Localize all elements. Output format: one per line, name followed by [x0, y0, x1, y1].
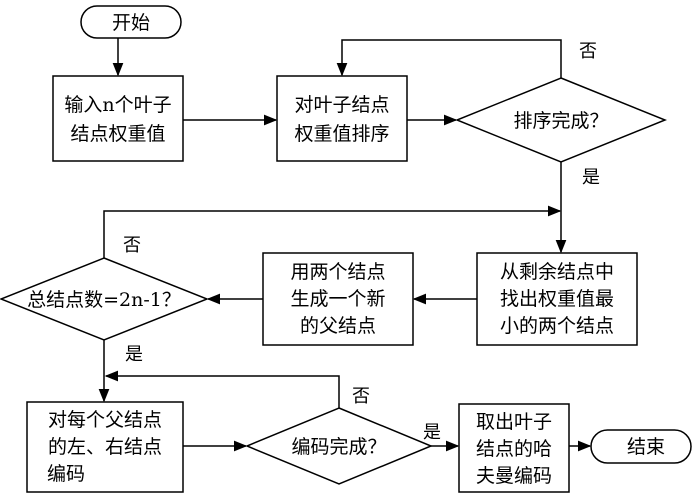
sort-weights-box — [276, 75, 408, 162]
encode-no-label: 否 — [352, 386, 370, 407]
encode-children-line-1: 对每个父结点 — [48, 409, 162, 431]
sort-weights-line-2: 权重值排序 — [294, 123, 389, 145]
find-min-two-line-3: 小的两个结点 — [500, 315, 614, 337]
node-count-label: 总结点数=2n-1？ — [27, 289, 181, 311]
edge-sort-no-loop — [336, 39, 562, 78]
count-yes-label: 是 — [125, 344, 143, 365]
find-min-two-box — [476, 252, 638, 346]
encode-children-box — [26, 401, 184, 493]
edge-encode-no-loop — [104, 370, 340, 408]
encode-done-decision — [245, 407, 433, 485]
get-huffman-line-3: 夫曼编码 — [476, 465, 552, 487]
sort-done-label: 排序完成？ — [513, 110, 608, 132]
count-no-label: 否 — [123, 235, 141, 256]
find-min-two-line-2: 找出权重值最 — [500, 288, 614, 310]
start-terminal — [80, 5, 182, 39]
sort-weights-line-1: 对叶子结点 — [294, 94, 389, 116]
get-huffman-box — [458, 403, 570, 493]
edge-count-no-loop — [103, 205, 562, 258]
input-weights-box — [52, 75, 184, 162]
find-min-two-line-1: 从剩余结点中 — [500, 261, 614, 283]
make-parent-line-2: 生成一个新 — [290, 288, 385, 310]
input-weights-line-1: 输入n个叶子 — [64, 94, 171, 116]
input-weights-line-2: 结点权重值 — [70, 123, 165, 145]
sort-yes-label: 是 — [582, 167, 600, 188]
encode-yes-label: 是 — [423, 422, 441, 443]
encode-children-line-2: 的左、右结点 — [48, 436, 162, 458]
encode-done-label: 编码完成？ — [291, 436, 386, 458]
make-parent-line-1: 用两个结点 — [290, 261, 385, 283]
make-parent-line-3: 的父结点 — [300, 315, 376, 337]
sort-no-label: 否 — [579, 41, 597, 62]
get-huffman-line-1: 取出叶子 — [476, 411, 552, 433]
encode-children-line-3: 编码 — [47, 463, 85, 485]
get-huffman-line-2: 结点的哈 — [476, 438, 552, 460]
end-label: 结束 — [627, 436, 665, 458]
start-label: 开始 — [112, 12, 150, 34]
